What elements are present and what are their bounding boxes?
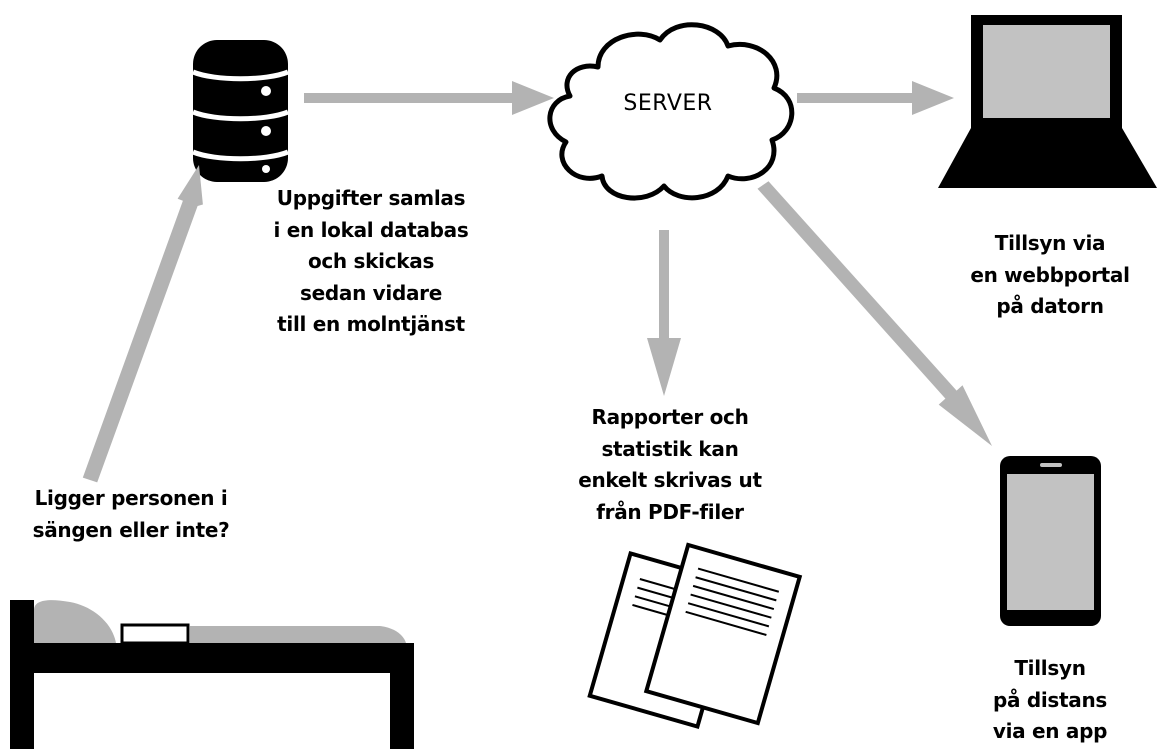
reports-caption: Rapporter och statistik kan enkelt skriv…	[578, 405, 762, 524]
arrow-server-to-reports	[647, 230, 681, 396]
arrow-bed-to-database	[82, 165, 203, 483]
laptop-caption: Tillsyn via en webbportal på datorn	[970, 231, 1130, 318]
arrow-database-to-server	[304, 81, 554, 115]
laptop-icon	[938, 15, 1157, 188]
phone-caption: Tillsyn på distans via en app	[992, 656, 1108, 743]
smartphone-icon	[1000, 456, 1101, 626]
server-cloud-icon	[547, 22, 795, 201]
database-caption: Uppgifter samlas i en lokal databas och …	[273, 186, 469, 336]
bed-caption: Ligger personen i sängen eller inte?	[32, 486, 230, 542]
pdf-documents-icon	[587, 542, 803, 730]
server-label: SERVER	[623, 91, 713, 116]
database-icon	[192, 40, 289, 182]
arrow-server-to-laptop	[797, 81, 954, 115]
bed-icon	[10, 600, 414, 749]
arrow-server-to-phone	[757, 181, 992, 447]
